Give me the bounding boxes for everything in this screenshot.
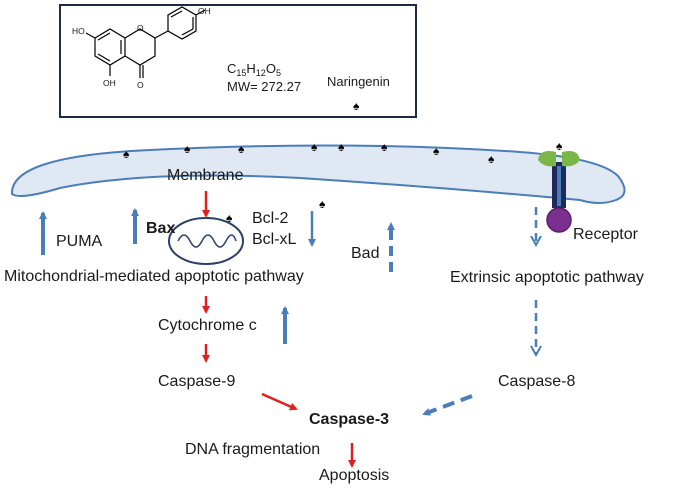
membrane [10,144,626,204]
caspase9-to-caspase3-arrow [261,392,298,411]
molecular-formula: C15H12O5 [227,61,281,78]
receptor-label: Receptor [573,226,638,243]
puma-label: PUMA [56,233,103,250]
membrane-marker-6: ♠ [381,140,388,154]
extrinsic-pathway-label: Extrinsic apoptotic pathway [450,269,644,286]
atom-o-ring: O [137,23,144,33]
receptor-marker: ♠ [556,139,563,153]
caspase3-label: Caspase-3 [309,411,390,428]
membrane-marker-5: ♠ [338,140,345,154]
cytochrome-c-label: Cytochrome c [158,317,257,334]
bcl2-label: Bcl-2 [252,210,289,227]
membrane-marker-1: ♠ [123,147,130,161]
atom-o-ketone: O [137,80,144,90]
bcl-marker: ♠ [319,197,326,211]
receptor [538,151,580,233]
apoptosis-label: Apoptosis [319,467,390,484]
membrane-marker-4: ♠ [311,140,318,154]
caspase8-label: Caspase-8 [498,373,576,390]
bad-label: Bad [351,245,380,262]
mito-marker: ♠ [226,211,233,225]
bclxl-label: Bcl-xL [252,231,297,248]
bax-label: Bax [146,220,176,237]
membrane-label: Membrane [167,167,244,184]
dna-fragmentation-label: DNA fragmentation [185,441,321,458]
membrane-marker-8: ♠ [488,152,495,166]
caspase9-label: Caspase-9 [158,373,236,390]
atom-ho-left: HO [72,26,85,36]
membrane-marker-7: ♠ [433,144,440,158]
naringenin-marker: ♠ [353,99,360,113]
caspase8-to-caspase3-arrow [422,394,473,416]
compound-name: Naringenin [327,74,390,89]
atom-oh-top: OH [198,6,211,16]
atom-oh-bottom: OH [103,78,116,88]
naringenin-structure [85,6,206,78]
mitochondrion [168,217,244,265]
molecular-weight: MW= 272.27 [227,79,302,94]
mitochondrial-pathway-label: Mitochondrial-mediated apoptotic pathway [4,268,304,285]
membrane-marker-2: ♠ [184,142,191,156]
info-box [59,4,417,118]
membrane-marker-3: ♠ [238,142,245,156]
